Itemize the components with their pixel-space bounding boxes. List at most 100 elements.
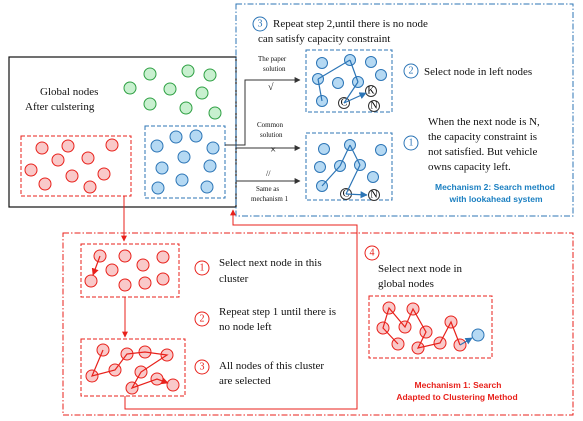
blue-cluster-box [144,125,226,199]
red-cluster-box [20,135,132,197]
red-node [105,138,119,152]
mech2-step3-num: 3 [258,19,263,30]
mech2-step1-num: 1 [409,138,414,149]
red-node [118,278,132,292]
green-node [179,101,193,115]
node-n-lower [368,189,380,201]
mechanism1-box: 1 Select next node in this cluster 2 Rep… [62,232,574,416]
mech1-title-line2: Adapted to Clustering Method [396,392,517,402]
mech1-step4-line1: Select next node in [378,263,463,275]
red-node [136,258,150,272]
mech1-title-line1: Mechanism 1: Search [415,380,502,390]
route-edge [349,59,359,83]
mech2-step1-line1: When the next node is N, [428,116,540,128]
mech1-global-nodes [376,301,485,355]
mech1-step1-num: 1 [200,263,205,274]
mech1-cluster-b [80,338,186,397]
mech1-step1-line1: Select next node in this [219,257,322,269]
mech2-step3-line2: can satisfy capacity constraint [258,33,390,45]
paper-solution-line1: The paper [258,55,287,63]
loop-back-arrow [124,209,358,410]
mech1-cluster-a-nodes [84,249,170,292]
red-node [156,250,170,264]
mech2-step1-line4: owns capacity left. [428,161,511,173]
blue-node [365,56,377,68]
blue-node [206,141,220,155]
paper-solution-arrow [225,77,301,146]
mech1-step2-line2: no node left [219,321,272,333]
blue-node [375,144,387,156]
blue-node [200,180,214,194]
red-node [61,139,75,153]
mech2-step1-line3: not satisfied. But vehicle [428,146,537,158]
red-node [65,169,79,183]
mech1-step2-num: 2 [200,314,205,325]
lookahead-upper-nodes: C K N [312,54,387,112]
same-as-line2: mechanism 1 [251,195,289,203]
blue-node [151,181,165,195]
node-n-upper-label: N [370,101,377,112]
lookahead-lower-path [321,144,368,199]
blue-node [367,171,379,183]
blue-node [177,150,191,164]
mech1-global-cluster [368,295,493,359]
mech2-step3-badge [252,16,268,32]
cross-mark: × [270,144,276,156]
blue-node [203,159,217,173]
common-solution-line2: solution [260,131,283,139]
green-node-group [123,64,222,120]
lookahead-lower-box [305,132,393,201]
blue-node [155,161,169,175]
green-node [163,82,177,96]
green-node [123,81,137,95]
common-solution-line1: Common [257,121,284,129]
node-k [365,85,377,97]
global-nodes-box: Global nodes After culstering [8,56,237,208]
blue-node [471,328,485,342]
mech1-step1-badge [194,260,210,276]
mech1-global-path [382,306,461,349]
green-node [203,68,217,82]
mech1-cluster-a [80,243,180,298]
mech1-step4-line2: global nodes [378,278,434,290]
red-node [156,272,170,286]
blue-node [375,69,387,81]
red-node [51,153,65,167]
mech2-step3-line1: Repeat step 2,until there is no node [273,18,428,30]
red-node [35,141,49,155]
red-node [83,180,97,194]
green-node [143,97,157,111]
red-node [24,163,38,177]
red-node [166,378,180,392]
mech1-step4-num: 4 [370,248,375,259]
mech1-step3-line1: All nodes of this cluster [219,360,324,372]
check-mark: √ [268,82,274,93]
blue-node [150,139,164,153]
blue-node [318,143,330,155]
blue-node [189,129,203,143]
route-edge [349,144,361,166]
mech1-step1-line2: cluster [219,273,249,285]
blue-node [314,161,326,173]
node-n-lower-label: N [370,190,377,201]
green-node [208,106,222,120]
route-edge [339,144,351,167]
mech2-step2-line1: Select node in left nodes [424,66,532,78]
red-node [97,167,111,181]
mech1-first-edge [91,255,101,276]
red-node [138,276,152,290]
lookahead-lower-nodes: C N [314,139,387,201]
blue-node [316,57,328,69]
mech1-step3-num: 3 [200,362,205,373]
mech1-step2-badge [194,311,210,327]
red-node [81,151,95,165]
green-node [195,86,209,100]
mechanism1-border [62,232,574,416]
red-node [118,249,132,263]
mech1-step3-line2: are selected [219,375,271,387]
mechanism2-border [235,3,574,217]
blue-node [175,173,189,187]
red-node [105,263,119,277]
paper-solution-line2: solution [263,65,286,73]
lookahead-upper-path [317,59,367,104]
